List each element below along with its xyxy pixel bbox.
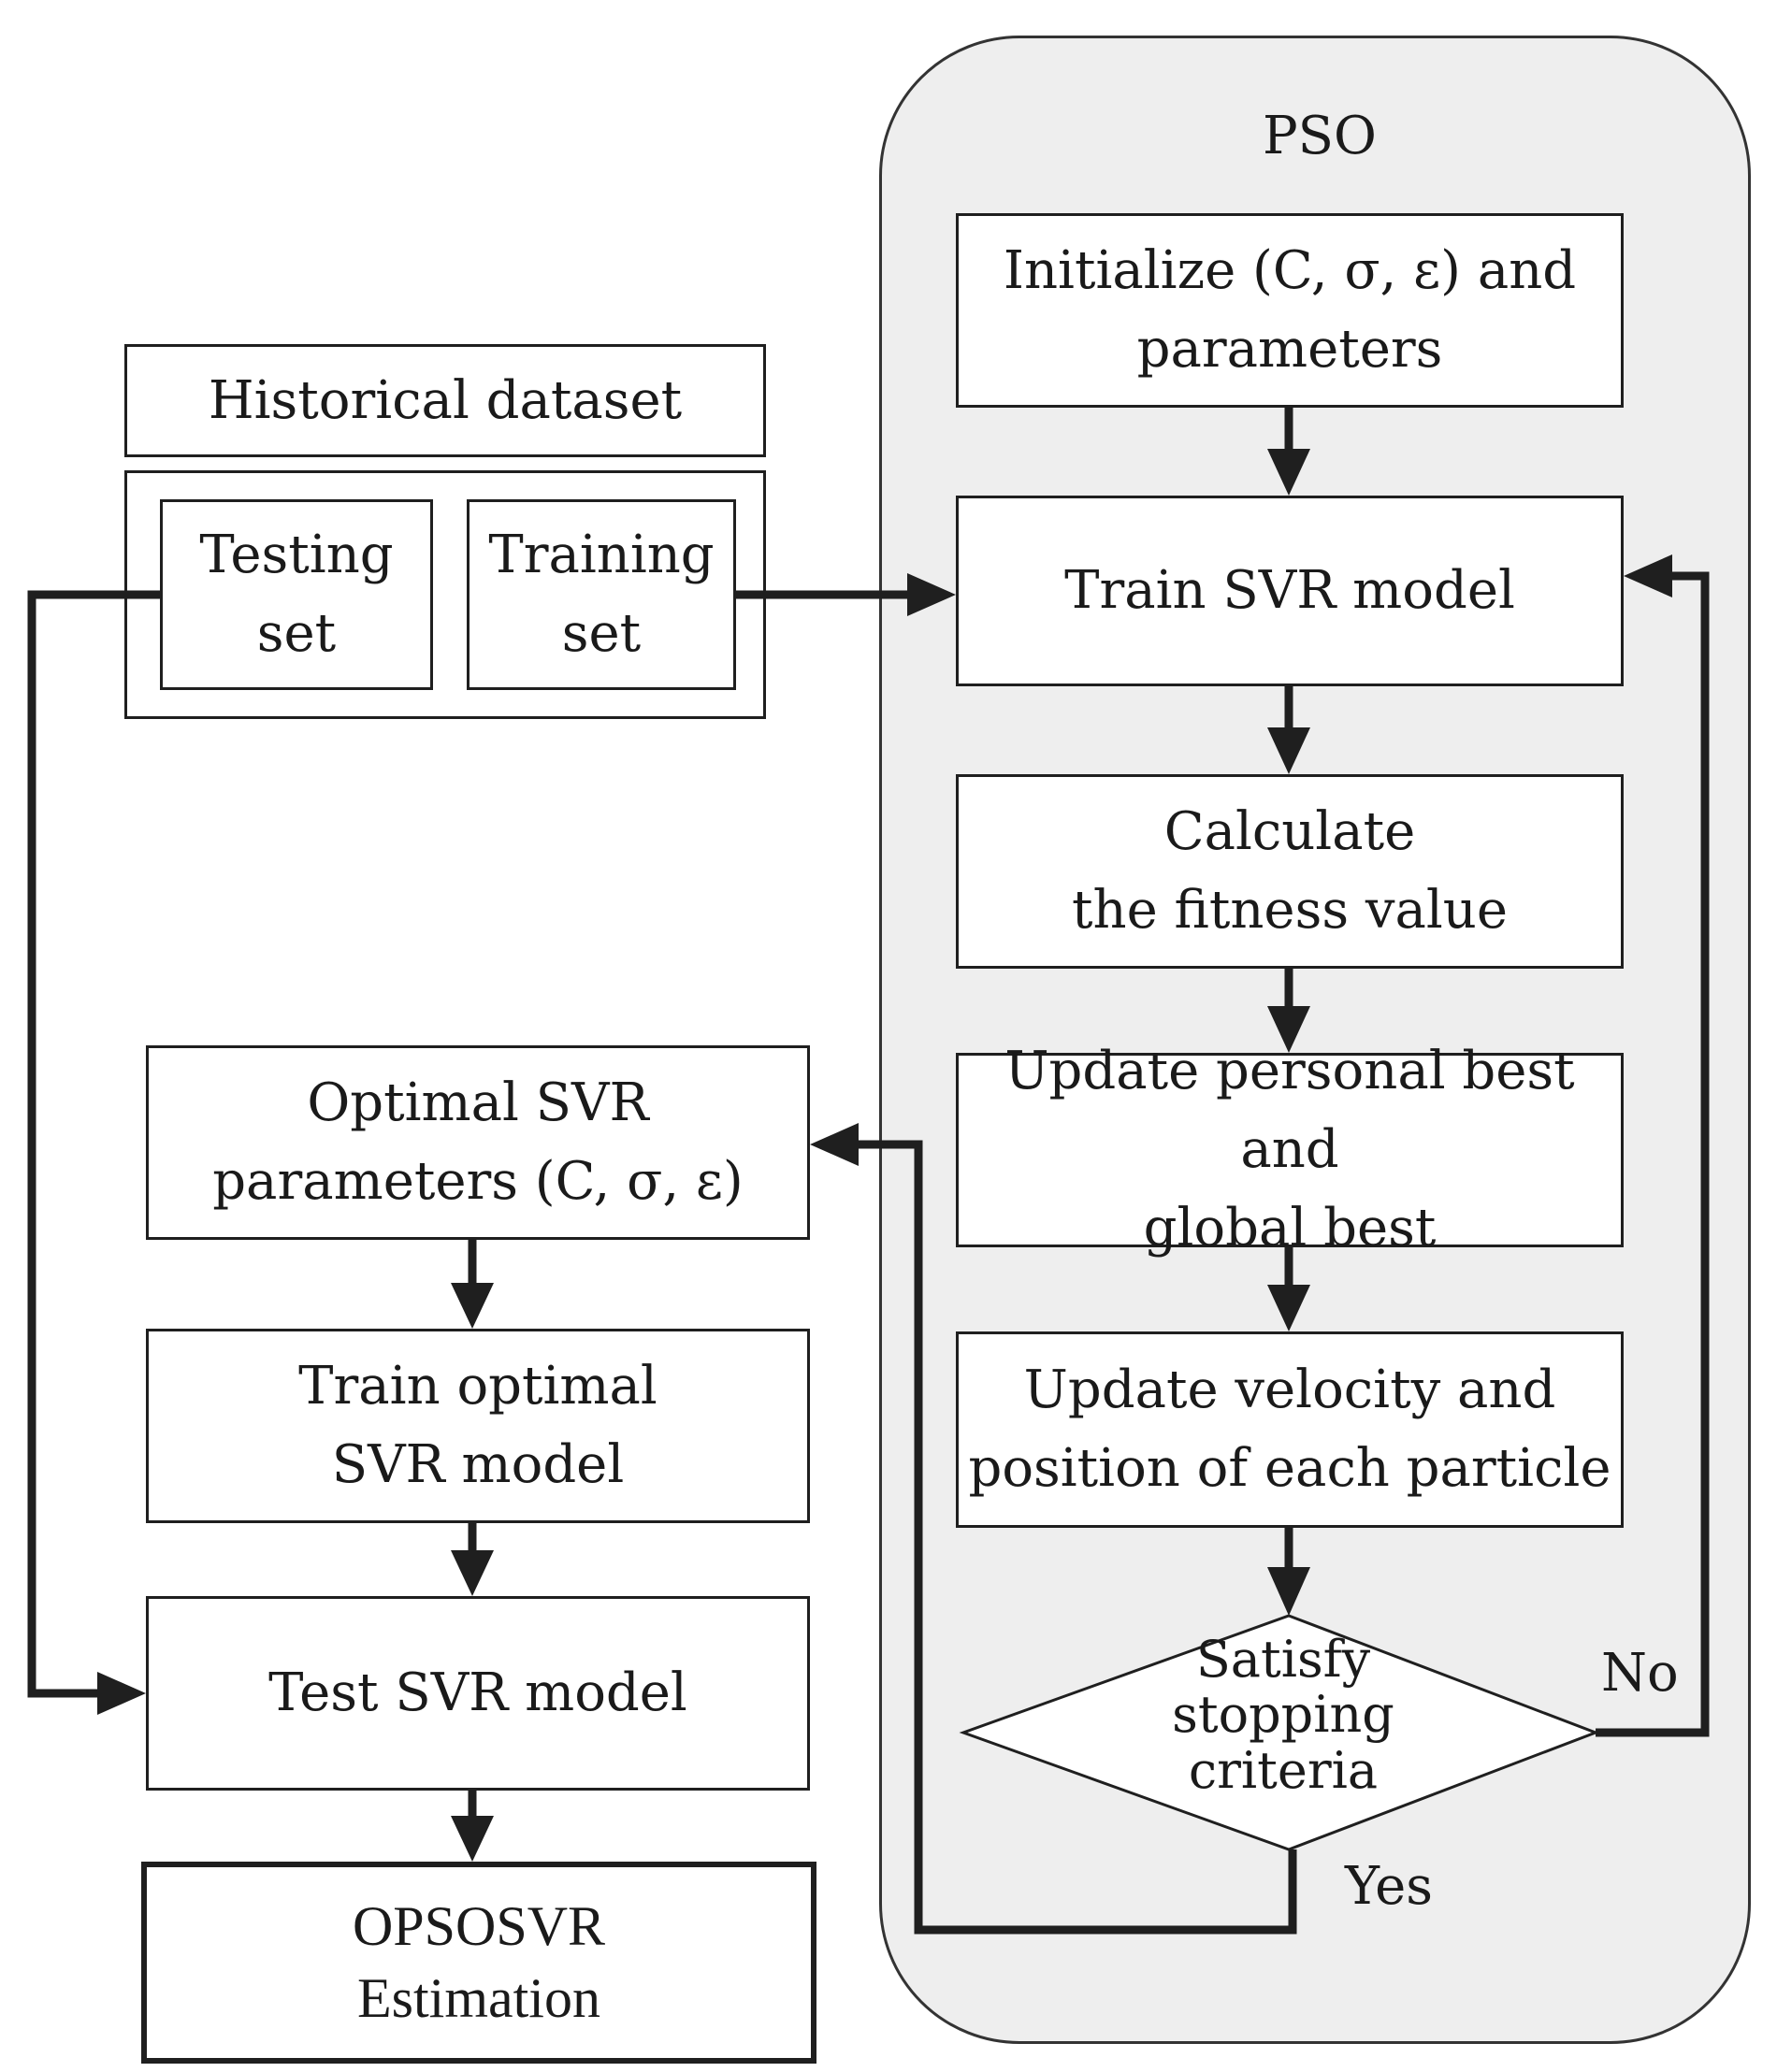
connector-no-loop — [1596, 571, 1710, 1737]
decision-diamond — [959, 1614, 1600, 1851]
update-velocity-line-2: position of each particle — [968, 1438, 1611, 1499]
train-svr-label: Train SVR model — [1064, 560, 1515, 621]
connector-testing-to-test — [27, 590, 160, 1698]
decision-line-1: Satisfy — [1195, 1630, 1371, 1689]
arrowhead-init-down — [1267, 449, 1310, 496]
decision-label: Satisfy stopping criteria — [984, 1630, 1582, 1800]
estimation-box: OPSOSVR Estimation — [141, 1862, 816, 2064]
update-best-box: Update personal best and global best — [956, 1041, 1624, 1259]
arrowhead-params-down — [451, 1283, 494, 1329]
pso-title: PSO — [1263, 106, 1377, 166]
train-optimal-box: Train optimal SVR model — [146, 1329, 810, 1523]
optimal-params-box: Optimal SVR parameters (C, σ, ε) — [146, 1045, 810, 1240]
testing-set-line-2: set — [256, 603, 337, 664]
update-velocity-box: Update velocity and position of each par… — [956, 1331, 1624, 1528]
training-set-line-2: set — [561, 603, 642, 664]
arrowhead-train-optimal-down — [451, 1550, 494, 1596]
train-optimal-line-2: SVR model — [331, 1434, 625, 1495]
yes-branch-label: Yes — [1345, 1856, 1433, 1917]
decision-line-2: stopping — [1172, 1685, 1394, 1745]
arrowhead-train-down — [1267, 727, 1310, 774]
test-svr-box: Test SVR model — [146, 1596, 810, 1791]
arrowhead-best-down — [1267, 1285, 1310, 1331]
train-optimal-line-1: Train optimal — [298, 1356, 657, 1417]
decision-line-3: criteria — [1188, 1740, 1379, 1800]
initialize-line-1: Initialize (C, σ, ε) and — [1003, 240, 1577, 301]
testing-set-box: Testing set — [160, 499, 433, 690]
arrowhead-fitness-down — [1267, 1006, 1310, 1053]
fitness-line-2: the fitness value — [1072, 880, 1508, 941]
arrowhead-yes-branch — [810, 1123, 859, 1166]
initialize-line-2: parameters — [1136, 319, 1443, 380]
test-svr-label: Test SVR model — [268, 1662, 687, 1723]
arrowhead-to-train-svr — [907, 573, 956, 616]
historical-dataset-box: Historical dataset — [124, 344, 766, 457]
training-set-box: Training set — [467, 499, 736, 690]
optimal-params-line-2: parameters (C, σ, ε) — [212, 1151, 744, 1212]
optimal-params-line-1: Optimal SVR — [307, 1072, 649, 1133]
arrowhead-no-loop — [1624, 554, 1672, 597]
no-branch-label: No — [1601, 1643, 1679, 1704]
fitness-line-1: Calculate — [1163, 801, 1416, 862]
fitness-box: Calculate the fitness value — [956, 774, 1624, 969]
train-svr-box: Train SVR model — [956, 496, 1624, 686]
initialize-box: Initialize (C, σ, ε) and parameters — [956, 213, 1624, 408]
update-velocity-line-1: Update velocity and — [1023, 1360, 1556, 1420]
training-set-line-1: Training — [488, 525, 715, 585]
connector-yes-branch — [855, 1140, 1297, 1935]
estimation-line-2: Estimation — [357, 1967, 600, 2029]
arrowhead-to-test-svr — [97, 1672, 146, 1715]
testing-set-line-1: Testing — [199, 525, 394, 585]
arrowhead-test-down — [451, 1816, 494, 1862]
historical-dataset-label: Historical dataset — [208, 369, 683, 431]
arrowhead-velocity-down — [1267, 1567, 1310, 1616]
estimation-line-1: OPSOSVR — [352, 1895, 606, 1958]
